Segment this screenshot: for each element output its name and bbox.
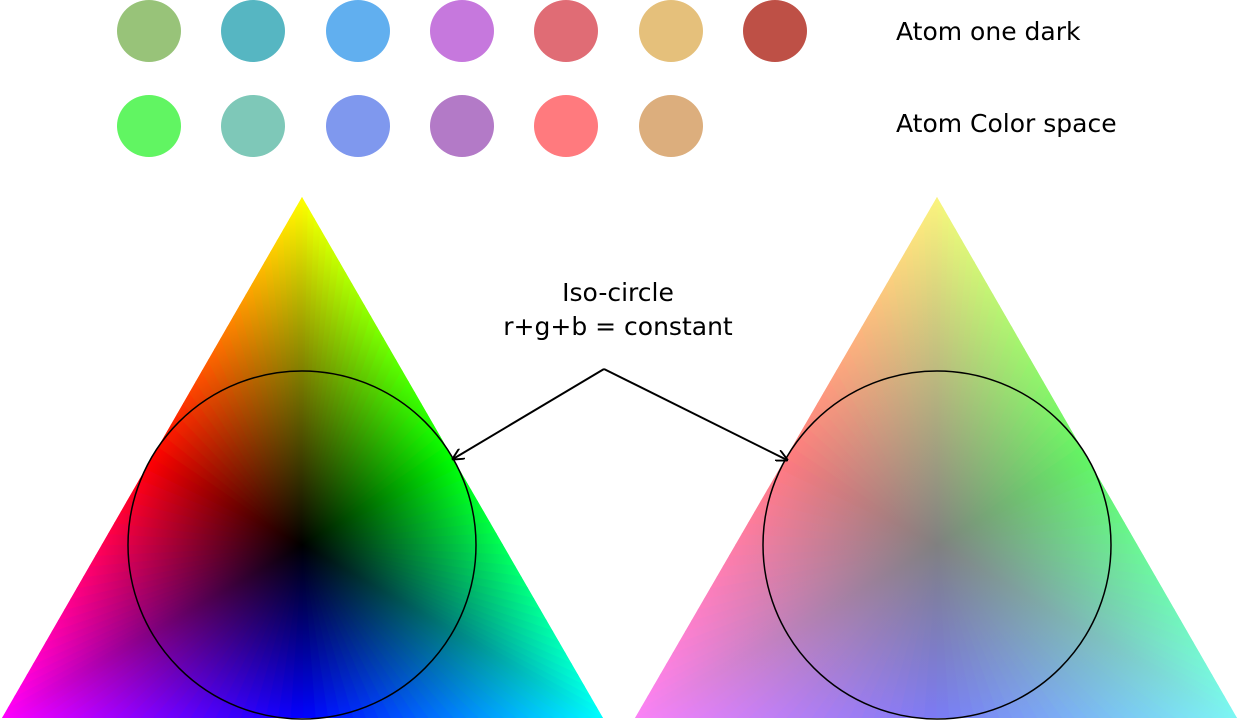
color-swatch <box>430 0 494 62</box>
color-swatch <box>221 0 285 62</box>
row-label-atom-color-space: Atom Color space <box>896 109 1117 138</box>
color-swatch <box>743 0 807 62</box>
arrow-to-right-circle <box>603 368 787 460</box>
color-swatch <box>326 95 390 157</box>
color-swatch <box>117 0 181 62</box>
annotation-line-2: r+g+b = constant <box>503 312 733 341</box>
swatch-row-atom-one-dark: Atom one dark <box>117 0 1081 62</box>
color-swatch <box>639 0 703 62</box>
row-label-atom-one-dark: Atom one dark <box>896 17 1081 46</box>
color-swatch <box>221 95 285 157</box>
atom-triangle <box>635 197 1237 720</box>
swatch-row-atom-color-space: Atom Color space <box>117 95 1117 157</box>
annotation-line-1: Iso-circle <box>562 278 674 307</box>
color-swatch <box>639 95 703 157</box>
color-swatch <box>326 0 390 62</box>
color-swatch <box>534 0 598 62</box>
arrow-to-left-circle <box>453 368 605 459</box>
color-swatch <box>534 95 598 157</box>
color-swatch <box>430 95 494 157</box>
iso-circle-left <box>127 370 477 720</box>
color-swatch <box>117 95 181 157</box>
rgb-triangle <box>2 197 603 720</box>
iso-circle-right <box>762 370 1112 720</box>
